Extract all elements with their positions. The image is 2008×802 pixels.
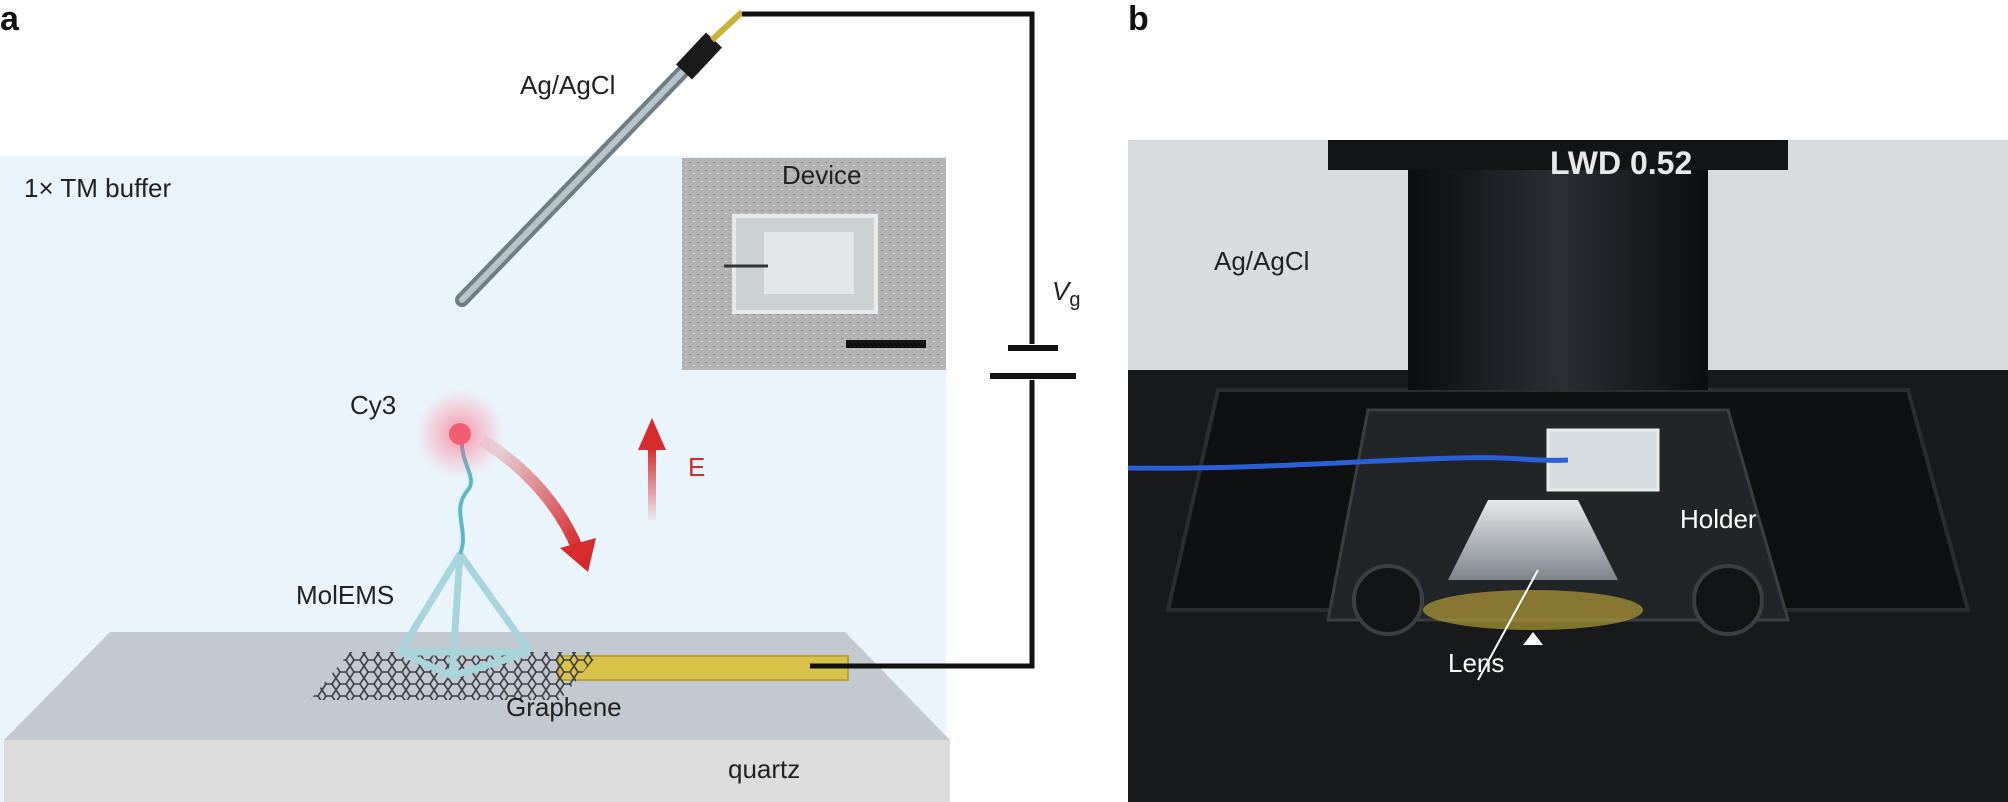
holder-label: Holder xyxy=(1680,504,1757,534)
graphene-label: Graphene xyxy=(506,692,622,722)
molems-label: MolEMS xyxy=(296,580,395,610)
panel-letter-b: b xyxy=(1128,0,1149,38)
circuit-wire xyxy=(742,11,1035,344)
panel-a-schematic xyxy=(0,9,1076,802)
holder-knob-right xyxy=(1692,564,1764,636)
gold-electrode xyxy=(557,655,849,681)
lens-cone xyxy=(1448,500,1618,580)
lens-label: Lens xyxy=(1448,648,1505,678)
field-arrow-head-icon xyxy=(638,418,666,450)
quartz-substrate xyxy=(4,740,950,802)
device-chip-photo xyxy=(1546,428,1660,492)
circuit-wire-lower xyxy=(810,380,1035,669)
blue-wire xyxy=(1128,455,1569,471)
electrode-label-a: Ag/AgCl xyxy=(520,70,616,100)
panel-letter-a: a xyxy=(0,0,19,38)
lens-pointer-line xyxy=(1477,569,1539,681)
objective-body xyxy=(1408,140,1708,390)
gate-voltage-label: Vg xyxy=(1052,276,1080,312)
electrode-label-b: Ag/AgCl xyxy=(1214,246,1310,276)
panel-b-photo: LWD 0.52 xyxy=(1128,140,2008,802)
field-arrow-shaft xyxy=(648,448,656,520)
curved-arrow xyxy=(478,434,584,553)
buffer-label: 1× TM buffer xyxy=(24,173,172,203)
molems-structure xyxy=(397,551,533,680)
holder-knob-left xyxy=(1352,564,1424,636)
electrode-rod xyxy=(455,9,745,307)
device-inset-photo xyxy=(682,158,946,370)
objective-marking: LWD 0.52 xyxy=(1550,145,1692,181)
scale-bar xyxy=(846,340,926,348)
gate-voltage-subscript: g xyxy=(1069,289,1081,312)
curved-arrow-head-icon xyxy=(560,538,596,572)
quartz-label: quartz xyxy=(728,754,801,784)
device-inset-label: Device xyxy=(782,160,862,190)
field-label: E xyxy=(688,452,706,482)
stage-marker-icon xyxy=(1523,632,1543,645)
cy3-dye-icon xyxy=(449,423,471,445)
cy3-label: Cy3 xyxy=(350,390,397,420)
gate-voltage-symbol: V xyxy=(1052,276,1070,306)
